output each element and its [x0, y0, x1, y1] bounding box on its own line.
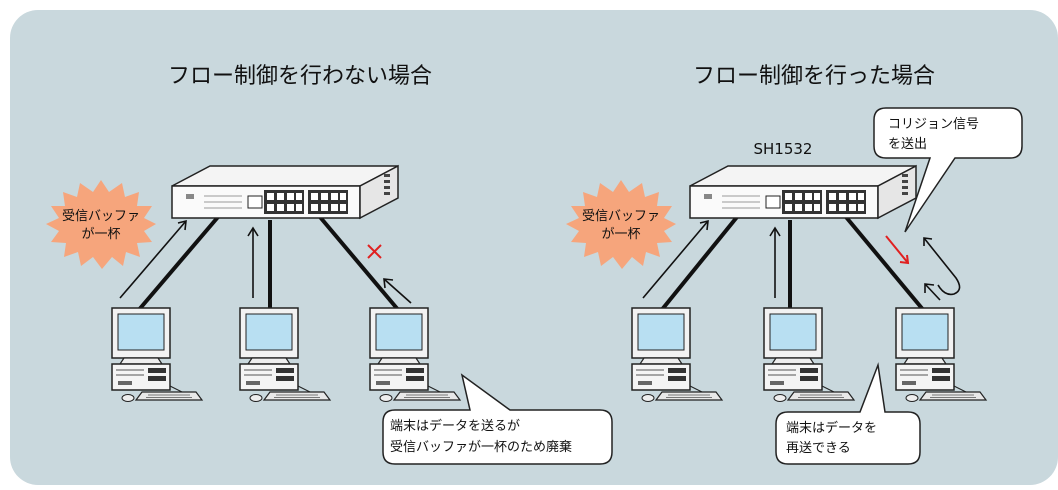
left-switch [171, 165, 399, 219]
left-callout: 端末はデータを送るが 受信バッファが一杯のため廃棄 [382, 373, 613, 465]
right-buffer-full-burst: 受信バッファ が一杯 [566, 180, 676, 269]
right-callout: 端末はデータを 再送できる [775, 362, 921, 465]
left-arrows [119, 219, 412, 304]
collision-signal-arrow [885, 235, 910, 265]
drop-x-mark [367, 244, 382, 259]
left-cables [135, 215, 402, 314]
svg-text:端末はデータを送るが: 端末はデータを送るが [390, 418, 520, 434]
svg-text:を送出: を送出 [888, 137, 927, 152]
resend-uturn-arrow [923, 237, 961, 296]
right-panel-title: フロー制御を行った場合 [693, 64, 935, 89]
collision-callout: コリジョン信号 を送出 [873, 107, 1023, 233]
svg-text:が一杯: が一杯 [601, 227, 640, 242]
svg-text:受信バッファ: 受信バッファ [582, 209, 660, 224]
left-panel-title: フロー制御を行わない場合 [168, 64, 432, 89]
svg-text:受信バッファ: 受信バッファ [62, 209, 140, 224]
left-buffer-full-burst: 受信バッファ が一杯 [46, 180, 156, 269]
svg-text:端末はデータを: 端末はデータを [786, 420, 877, 436]
svg-text:コリジョン信号: コリジョン信号 [888, 117, 979, 132]
svg-text:受信バッファが一杯のため廃棄: 受信バッファが一杯のため廃棄 [390, 439, 572, 455]
svg-text:再送できる: 再送できる [786, 441, 851, 456]
right-switch [689, 165, 917, 219]
switch-model-label: SH1532 [754, 140, 813, 158]
svg-text:が一杯: が一杯 [81, 227, 120, 242]
right-cables [658, 215, 927, 314]
right-arrows [642, 219, 941, 301]
